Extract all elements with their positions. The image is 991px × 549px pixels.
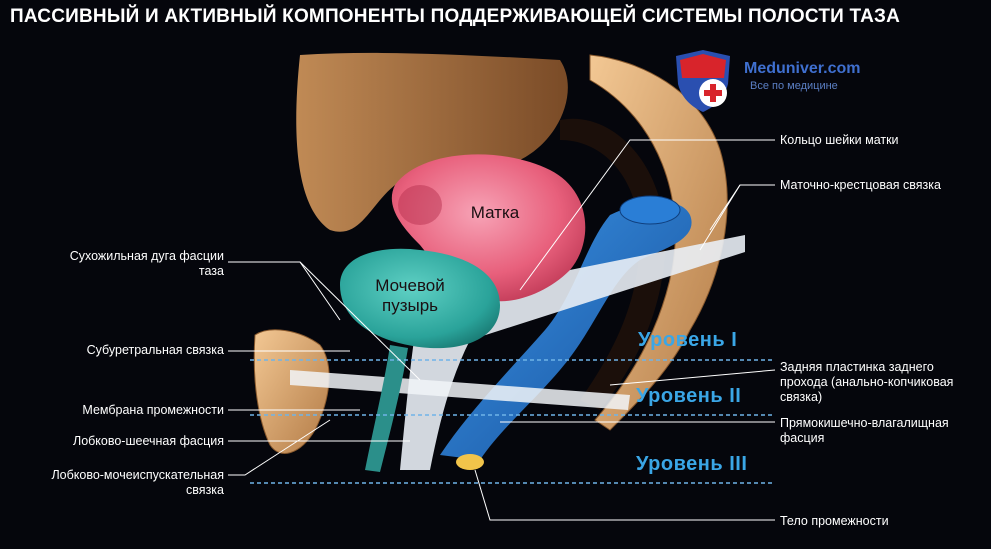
rectovaginal-label: Прямокишечно-влагалищная фасция (780, 416, 985, 446)
rectum-opening (619, 195, 681, 225)
bladder-label-line1: Мочевой (375, 276, 445, 295)
level-2-label: Уровень II (636, 385, 742, 407)
uterosacral-label: Маточно-крестцовая связка (780, 178, 941, 192)
pubourethral-label: Лобково-мочеиспускательная связка (9, 468, 224, 498)
arcus-tendineus-label: Сухожильная дуга фасции таза (14, 249, 224, 279)
bladder-label: Мочевой пузырь (355, 276, 465, 316)
logo-tagline: Все по медицине (750, 80, 838, 92)
perineal-membrane-label: Мембрана промежности (82, 403, 224, 417)
level-1-label: Уровень I (638, 329, 738, 351)
right-leader-lines (474, 139, 776, 521)
pubourethral-line1: Лобково-мочеиспускательная (51, 468, 224, 482)
posterior-plate-line3: связка) (780, 390, 823, 404)
pubourethral-line2: связка (186, 483, 224, 497)
perineal-body (456, 454, 484, 470)
perineal-body-label: Тело промежности (780, 514, 889, 528)
rectovaginal-line1: Прямокишечно-влагалищная (780, 416, 949, 430)
cervical-ring-label: Кольцо шейки матки (780, 133, 899, 147)
suburethral-label: Субуретральная связка (86, 343, 224, 357)
posterior-plate-line2: прохода (анально-копчиковая (780, 375, 954, 389)
logo-name: Meduniver.com (744, 60, 861, 77)
rectovaginal-line2: фасция (780, 431, 825, 445)
logo: Meduniver.com Все по медицине (670, 48, 885, 118)
perineal-band (290, 370, 630, 410)
level-3-label: Уровень III (636, 453, 748, 475)
arcus-line2: таза (198, 264, 224, 278)
uterus-label: Матка (470, 203, 520, 222)
bladder-label-line2: пузырь (381, 296, 439, 315)
urethra (365, 345, 408, 472)
posterior-plate-label: Задняя пластинка заднего прохода (анальн… (780, 360, 985, 405)
pubocervical-label: Лобково-шеечная фасция (72, 434, 224, 448)
posterior-plate-line1: Задняя пластинка заднего (780, 360, 934, 374)
pubic-bone (253, 329, 330, 454)
uterus-shadow (398, 185, 442, 225)
bladder (340, 248, 500, 349)
sacrum-inner-wall (560, 118, 666, 410)
page-title: ПАССИВНЫЙ И АКТИВНЫЙ КОМПОНЕНТЫ ПОДДЕРЖИ… (10, 6, 901, 27)
arcus-line1: Сухожильная дуга фасции (69, 249, 224, 263)
pelvic-bone (296, 52, 568, 232)
shield-icon (676, 50, 730, 112)
left-leader-lines (228, 261, 421, 476)
